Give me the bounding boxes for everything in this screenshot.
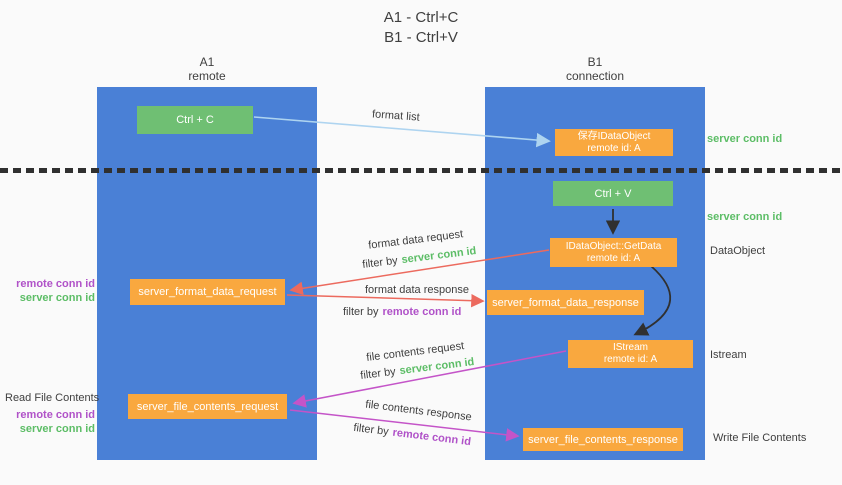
- label-format-data-response: format data response: [365, 284, 469, 296]
- arrow-format-data-response: [286, 293, 485, 308]
- annotation-istream: Istream: [710, 349, 747, 361]
- lane-b1-header: B1 connection: [485, 55, 705, 83]
- node-idataobject-getdata: IDataObject::GetData remote id: A: [550, 238, 677, 267]
- getdata-line1: IDataObject::GetData: [565, 240, 662, 252]
- lane-a1-name: A1: [199, 55, 215, 69]
- node-istream: IStream remote id: A: [568, 340, 693, 368]
- node-server-file-contents-request: server_file_contents_request: [128, 394, 287, 419]
- server-format-data-request-label: server_format_data_request: [138, 286, 277, 298]
- arrow-format-list: [253, 116, 551, 148]
- annotation-server-conn-id-right-1: server conn id: [707, 133, 783, 145]
- diagram-title: A1 - Ctrl+C B1 - Ctrl+V: [0, 8, 842, 48]
- annotation-remote-conn-id-bottom: remote conn id: [16, 409, 95, 421]
- save-idataobject-line2: remote id: A: [587, 142, 641, 154]
- istream-line2: remote id: A: [603, 354, 658, 365]
- node-server-format-data-request: server_format_data_request: [130, 279, 285, 305]
- annotation-server-conn-id-top: server conn id: [19, 292, 95, 304]
- annotation-read-file-contents: Read File Contents: [5, 392, 100, 404]
- ctrl-v-label: Ctrl + V: [594, 187, 632, 200]
- filter-value-remote-conn-id-1: remote conn id: [382, 306, 462, 318]
- annotation-conn-ids-top-left: remote conn id server conn id: [12, 277, 95, 305]
- node-save-idataobject: 保存IDataObject remote id: A: [555, 129, 673, 156]
- server-format-data-response-label: server_format_data_response: [492, 296, 639, 309]
- server-file-contents-request-label: server_file_contents_request: [136, 400, 279, 413]
- arrow-getdata-to-istream: [633, 265, 672, 336]
- divider-dotted-line: [0, 168, 842, 173]
- annotation-write-file-contents: Write File Contents: [713, 432, 807, 444]
- lane-b1-name: B1: [587, 55, 603, 69]
- getdata-line2: remote id: A: [586, 252, 641, 264]
- arrow-file-contents-response: [289, 409, 520, 442]
- lane-b1-subtitle: connection: [565, 69, 625, 83]
- arrow-file-contents-request: [292, 350, 567, 408]
- title-line-2: B1 - Ctrl+V: [384, 29, 458, 46]
- annotation-server-conn-id-bottom: server conn id: [19, 423, 95, 435]
- annotation-remote-conn-id-top: remote conn id: [16, 278, 95, 290]
- server-file-contents-response-label: server_file_contents_response: [528, 433, 678, 446]
- annotation-server-conn-id-right-2: server conn id: [707, 211, 783, 223]
- node-ctrl-v: Ctrl + V: [553, 181, 673, 206]
- ctrl-c-label: Ctrl + C: [176, 114, 214, 126]
- arrow-format-data-request: [289, 249, 550, 296]
- filter-prefix-2: filter by: [343, 306, 379, 318]
- annotation-conn-ids-bottom-left: remote conn id server conn id: [12, 408, 95, 436]
- lane-a1-header: A1 remote: [97, 55, 317, 83]
- save-idataobject-line1: 保存IDataObject: [577, 130, 651, 142]
- node-ctrl-c: Ctrl + C: [137, 106, 253, 134]
- node-server-file-contents-response: server_file_contents_response: [523, 428, 683, 451]
- title-line-1: A1 - Ctrl+C: [383, 9, 459, 26]
- annotation-dataobject: DataObject: [710, 245, 766, 257]
- lane-a1-subtitle: remote: [188, 69, 226, 83]
- node-server-format-data-response: server_format_data_response: [487, 290, 644, 315]
- istream-line1: IStream: [612, 342, 648, 353]
